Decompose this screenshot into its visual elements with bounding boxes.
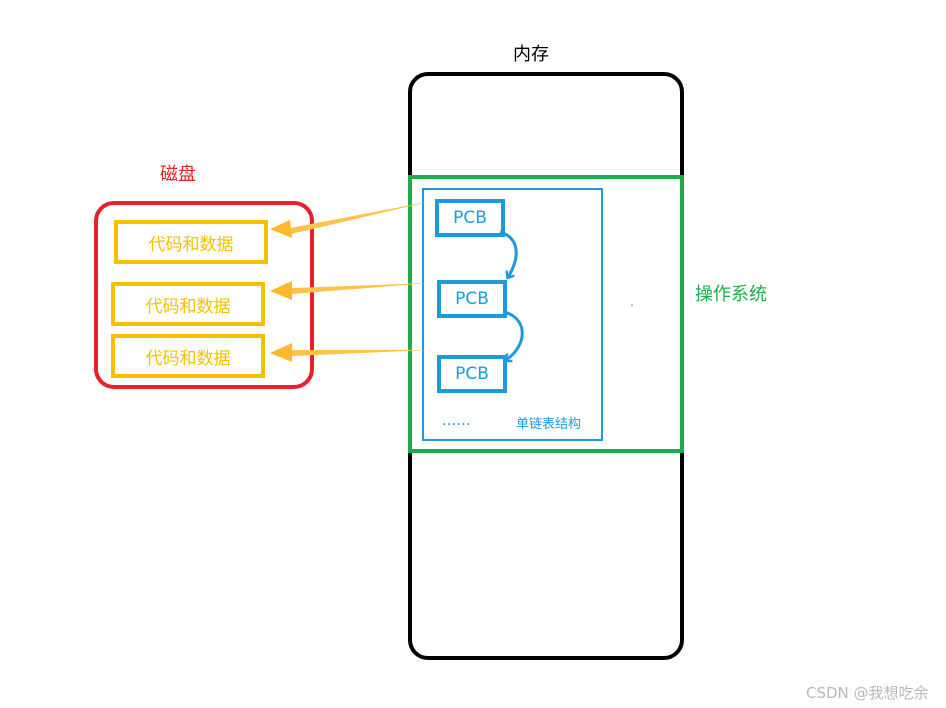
- code-data-box-2: 代码和数据: [111, 282, 265, 326]
- watermark: CSDN @我想吃余: [806, 684, 929, 702]
- link-arrow-1: [499, 230, 518, 277]
- code-data-box-1: 代码和数据: [114, 220, 268, 264]
- memory-title: 内存: [513, 44, 549, 65]
- os-label: 操作系统: [695, 284, 767, 305]
- os-region: [408, 175, 684, 453]
- pcb-node-2: PCB: [437, 280, 507, 318]
- pcb-node-3: PCB: [437, 355, 507, 393]
- disk-box: [94, 201, 314, 389]
- disk-title: 磁盘: [160, 164, 196, 185]
- mapping-arrow-2: [270, 281, 430, 300]
- mapping-arrow-1: [270, 201, 432, 238]
- mapping-arrow-3: [270, 343, 430, 362]
- code-data-box-3: 代码和数据: [111, 334, 265, 378]
- linked-list-label: 单链表结构: [516, 417, 582, 432]
- stray-dot: [631, 304, 633, 306]
- linked-list-box: [422, 188, 603, 441]
- link-arrow-2: [503, 310, 524, 360]
- pcb-node-1: PCB: [435, 199, 505, 237]
- list-ellipsis: ......: [442, 411, 471, 429]
